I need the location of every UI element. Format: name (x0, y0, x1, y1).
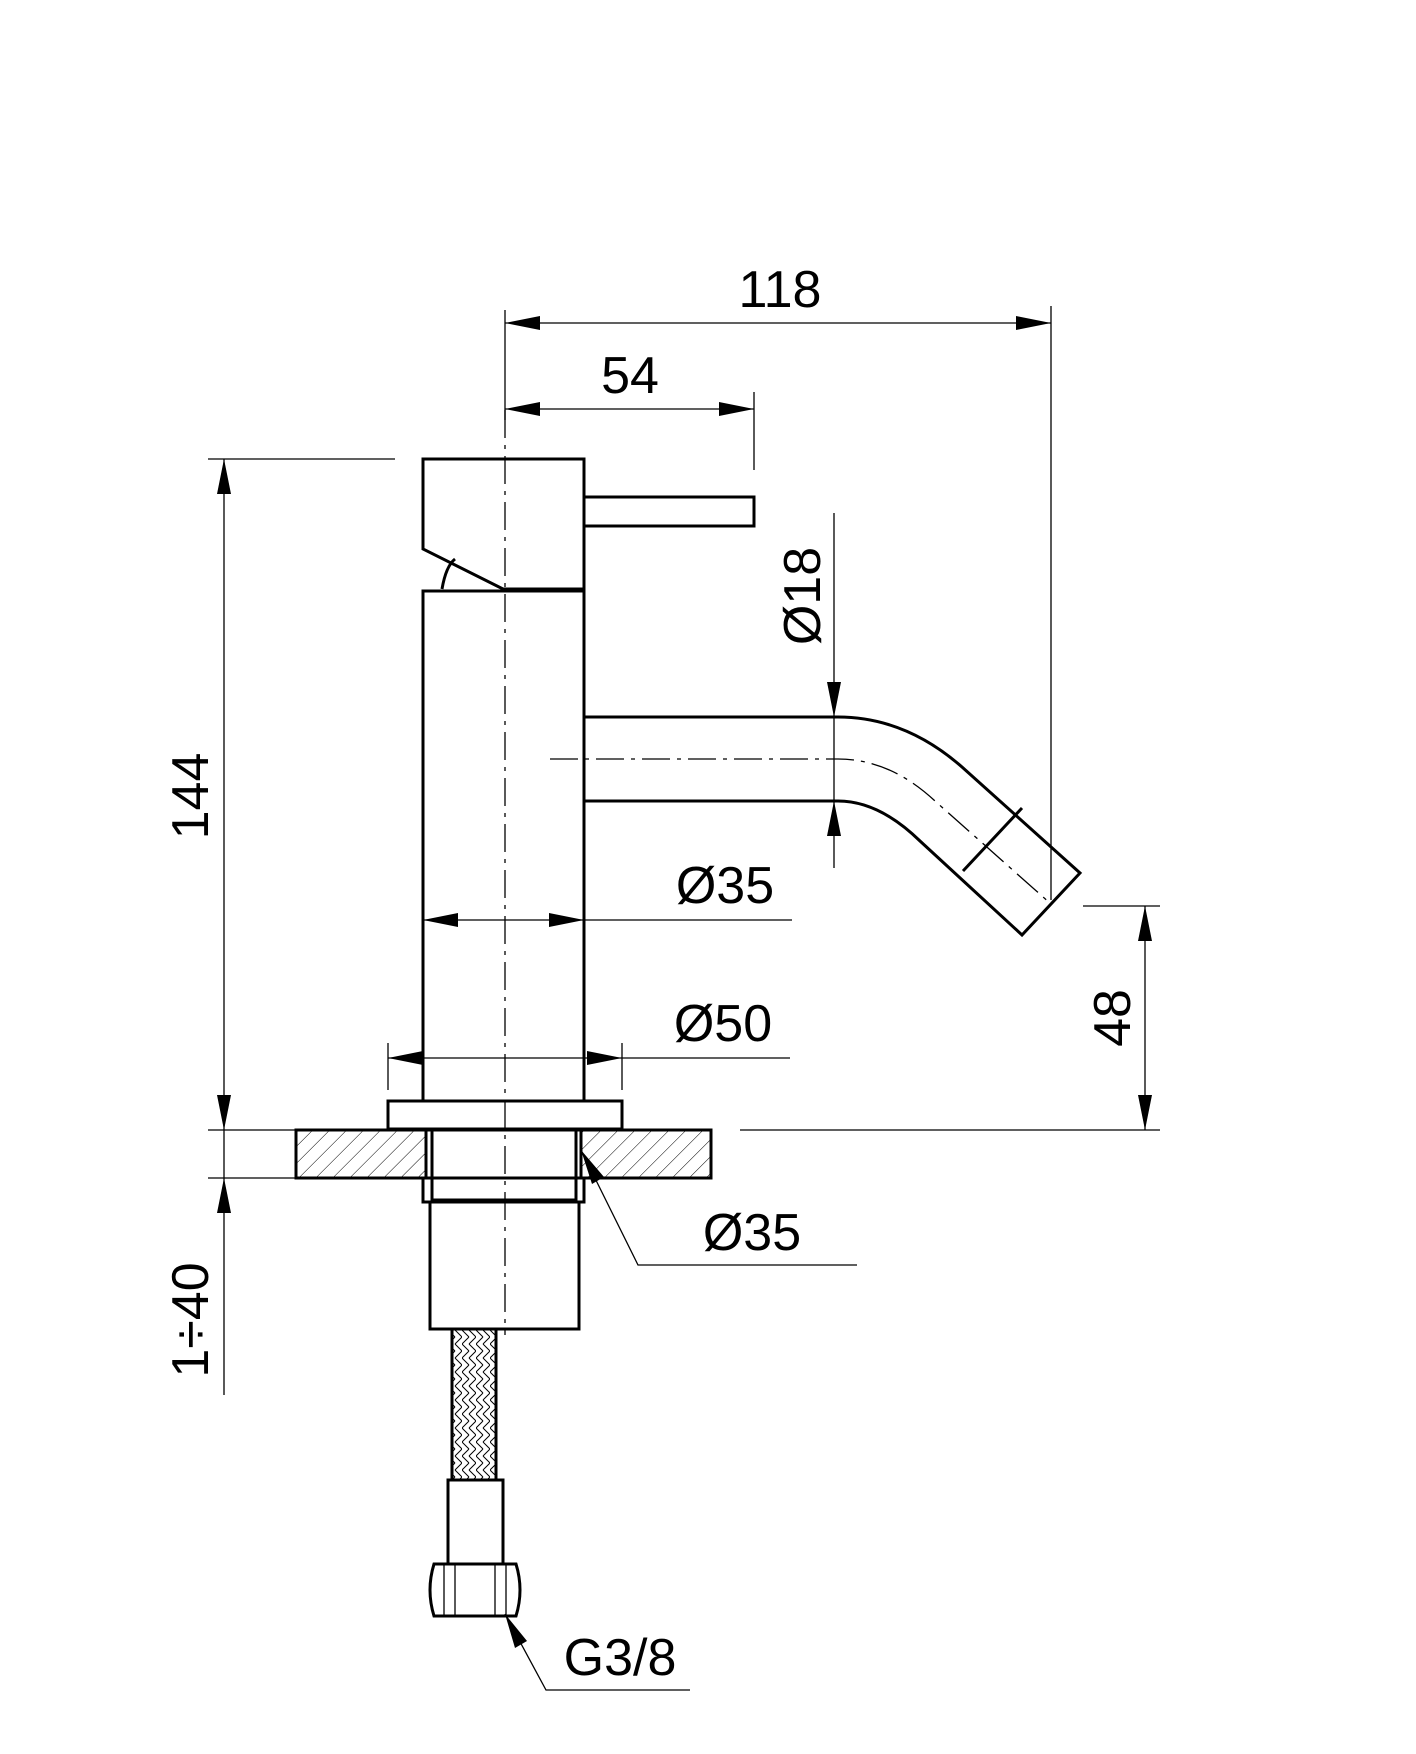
dimension-lines (208, 306, 1160, 1691)
dim-spout-height: 48 (1084, 989, 1142, 1047)
handle-block (421, 457, 586, 591)
shank-lower (421, 1176, 586, 1204)
dim-spout-diameter: Ø18 (774, 547, 832, 645)
dim-total-height: 144 (162, 753, 220, 840)
cartridge-curve (440, 557, 456, 590)
dim-base-diameter: Ø50 (674, 995, 772, 1053)
shank-upper (430, 1128, 578, 1202)
dim-body-diameter: Ø35 (676, 857, 774, 915)
body-column (421, 589, 586, 1103)
dim-overall-reach: 118 (739, 261, 822, 319)
spout (584, 715, 1083, 938)
deck-hatch-right (579, 1128, 713, 1180)
deck-hatch-left (294, 1128, 428, 1180)
dimension-labels: 118 54 Ø18 144 Ø35 Ø50 48 Ø35 1÷40 G3/8 (162, 261, 1142, 1687)
dim-hole-diameter: Ø35 (703, 1204, 801, 1262)
dim-connection: G3/8 (564, 1629, 677, 1687)
deck-section (294, 1128, 713, 1331)
spout-centerline (550, 758, 1052, 905)
aerator-line (961, 806, 1024, 873)
lever (582, 495, 756, 528)
hose-braid (450, 1327, 498, 1482)
flex-hose (428, 1327, 522, 1618)
dim-deck-thickness: 1÷40 (162, 1262, 220, 1377)
hose-ferrule (446, 1478, 505, 1566)
dim-lever-reach: 54 (601, 347, 659, 405)
connector-nut-icon (428, 1562, 522, 1618)
